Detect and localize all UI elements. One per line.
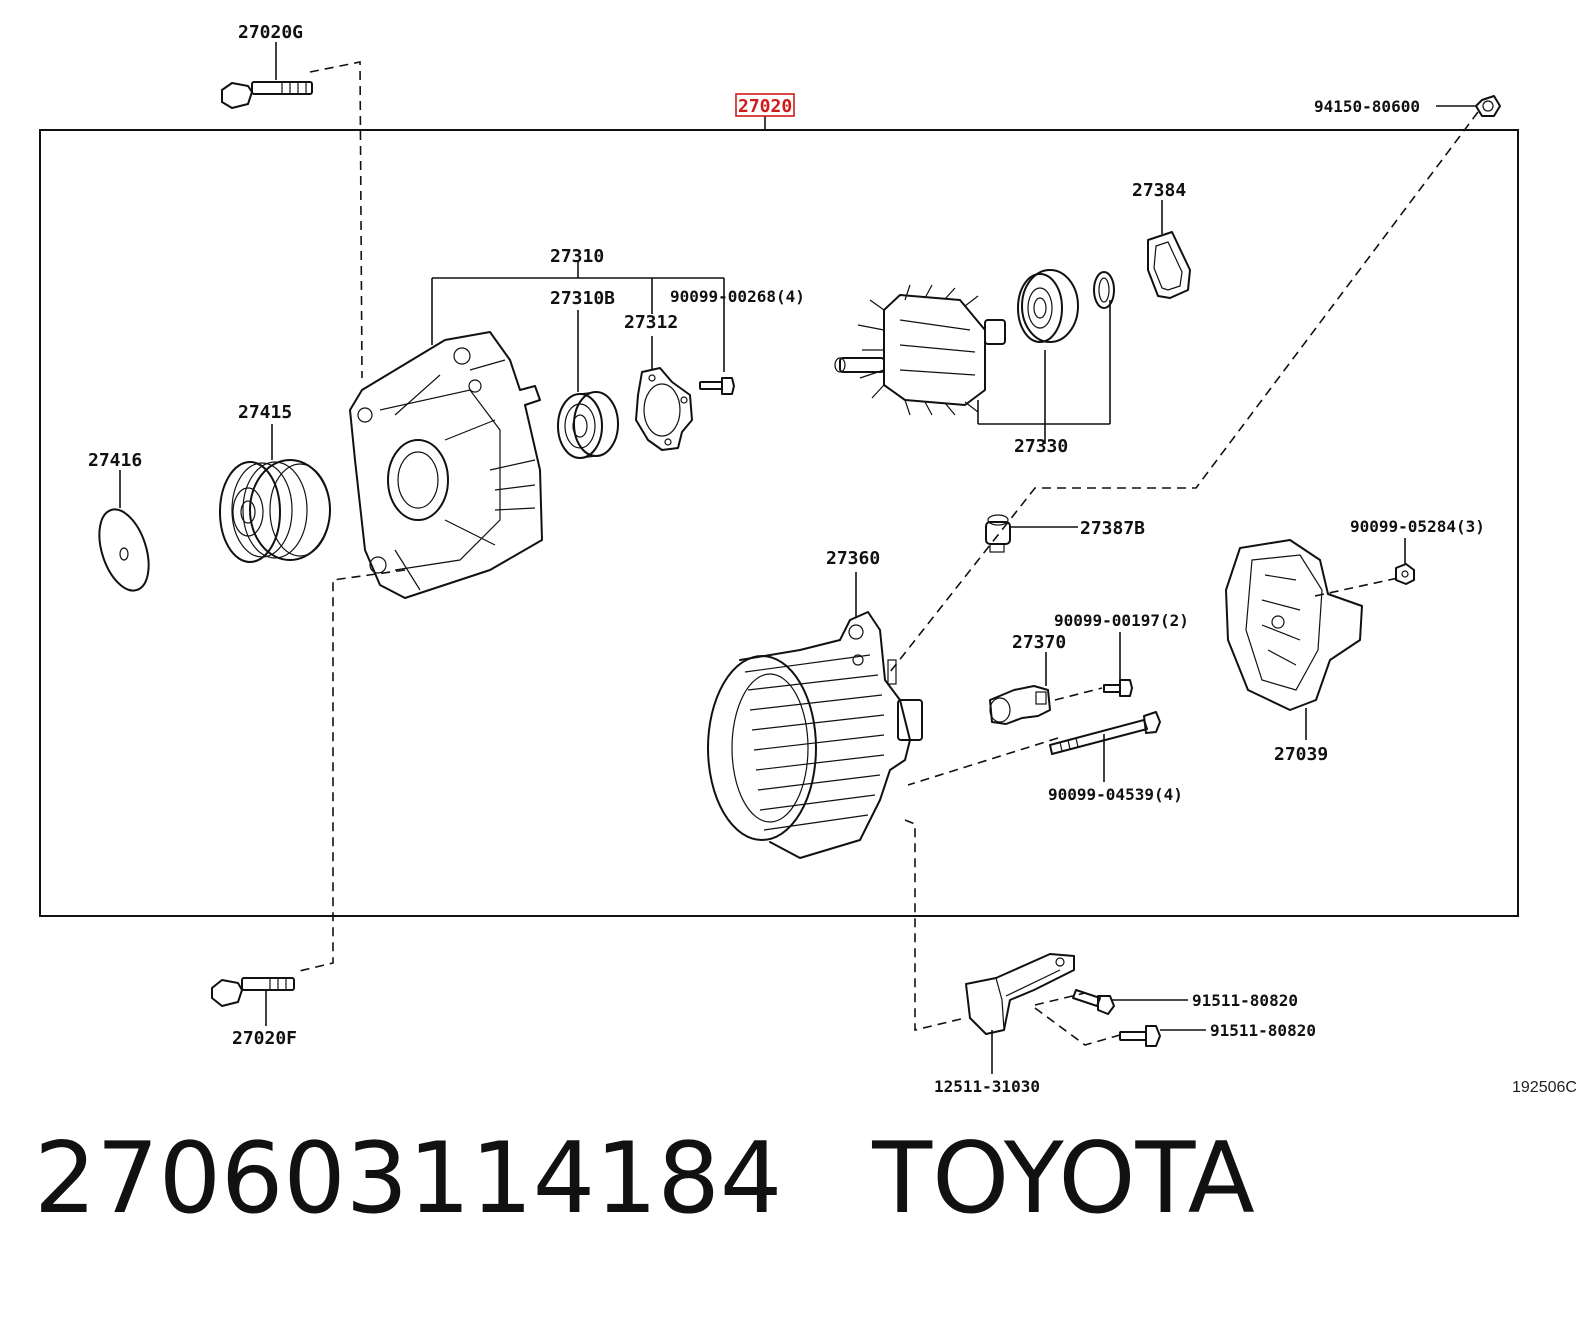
spacer-ring-icon [1093,271,1115,309]
label-90099-00268: 90099-00268(4) [670,287,805,306]
label-27415: 27415 [238,402,292,423]
insulator-27387b-icon [985,514,1011,553]
nut-90099-05284-icon [1395,563,1415,585]
brush-holder-27370-icon [989,685,1051,725]
label-27039: 27039 [1274,744,1328,765]
label-27310: 27310 [550,246,604,267]
label-27384: 27384 [1132,180,1186,201]
bracket-12511-31030-icon [965,953,1075,1035]
rear-frame-27360-icon [707,611,923,859]
label-27310b: 27310B [550,288,615,309]
retainer-plate-27312-icon [635,367,693,451]
label-90099-00197: 90099-00197(2) [1054,611,1189,630]
highlight-box-27020 [735,93,795,117]
nut-94150-80600-icon [1475,95,1501,117]
label-91511-80820-b: 91511-80820 [1210,1021,1316,1040]
bolt-91511-80820-b-icon [1119,1025,1161,1047]
label-91511-80820-a: 91511-80820 [1192,991,1298,1010]
label-27330: 27330 [1014,436,1068,457]
brand-name: TOYOTA [872,1122,1255,1236]
screw-90099-00268-icon [699,377,735,395]
label-27416: 27416 [88,450,142,471]
screw-90099-00197-icon [1103,679,1133,697]
bearing-27310b-icon [557,391,619,459]
label-27360: 27360 [826,548,880,569]
label-90099-05284: 90099-05284(3) [1350,517,1485,536]
bolt-27020g-icon [221,81,313,109]
bolt-27020f-icon [211,977,295,1007]
rotor-bearing-icon [1017,269,1079,343]
diagram-reference-code: 192506C [1512,1079,1577,1096]
label-90099-04539: 90099-04539(4) [1048,785,1183,804]
label-27387b: 27387B [1080,518,1145,539]
bolt-91511-80820-a-icon [1072,989,1115,1015]
label-27312: 27312 [624,312,678,333]
through-bolt-90099-04539-icon [1049,711,1161,755]
rear-cover-27039-icon [1225,539,1363,711]
drive-end-frame-27310-icon [349,331,543,599]
dashed-assembly-lines [294,61,1479,1046]
assembly-frame [39,129,1519,917]
label-27020g: 27020G [238,22,303,43]
pulley-27415-icon [219,459,331,563]
label-27370: 27370 [1012,632,1066,653]
cover-27384-icon [1147,231,1191,299]
label-27020f: 27020F [232,1028,297,1049]
rotor-27330-icon [834,284,1006,416]
label-94150-80600: 94150-80600 [1314,97,1420,116]
label-27020[interactable]: 27020 [738,96,792,117]
label-12511-31030: 12511-31030 [934,1077,1040,1096]
parts-diagram: 27020G 27020 94150-80600 27384 27310 273… [39,22,1577,1096]
part-number: 270603114184 [34,1122,783,1236]
washer-27416-icon [98,508,150,592]
